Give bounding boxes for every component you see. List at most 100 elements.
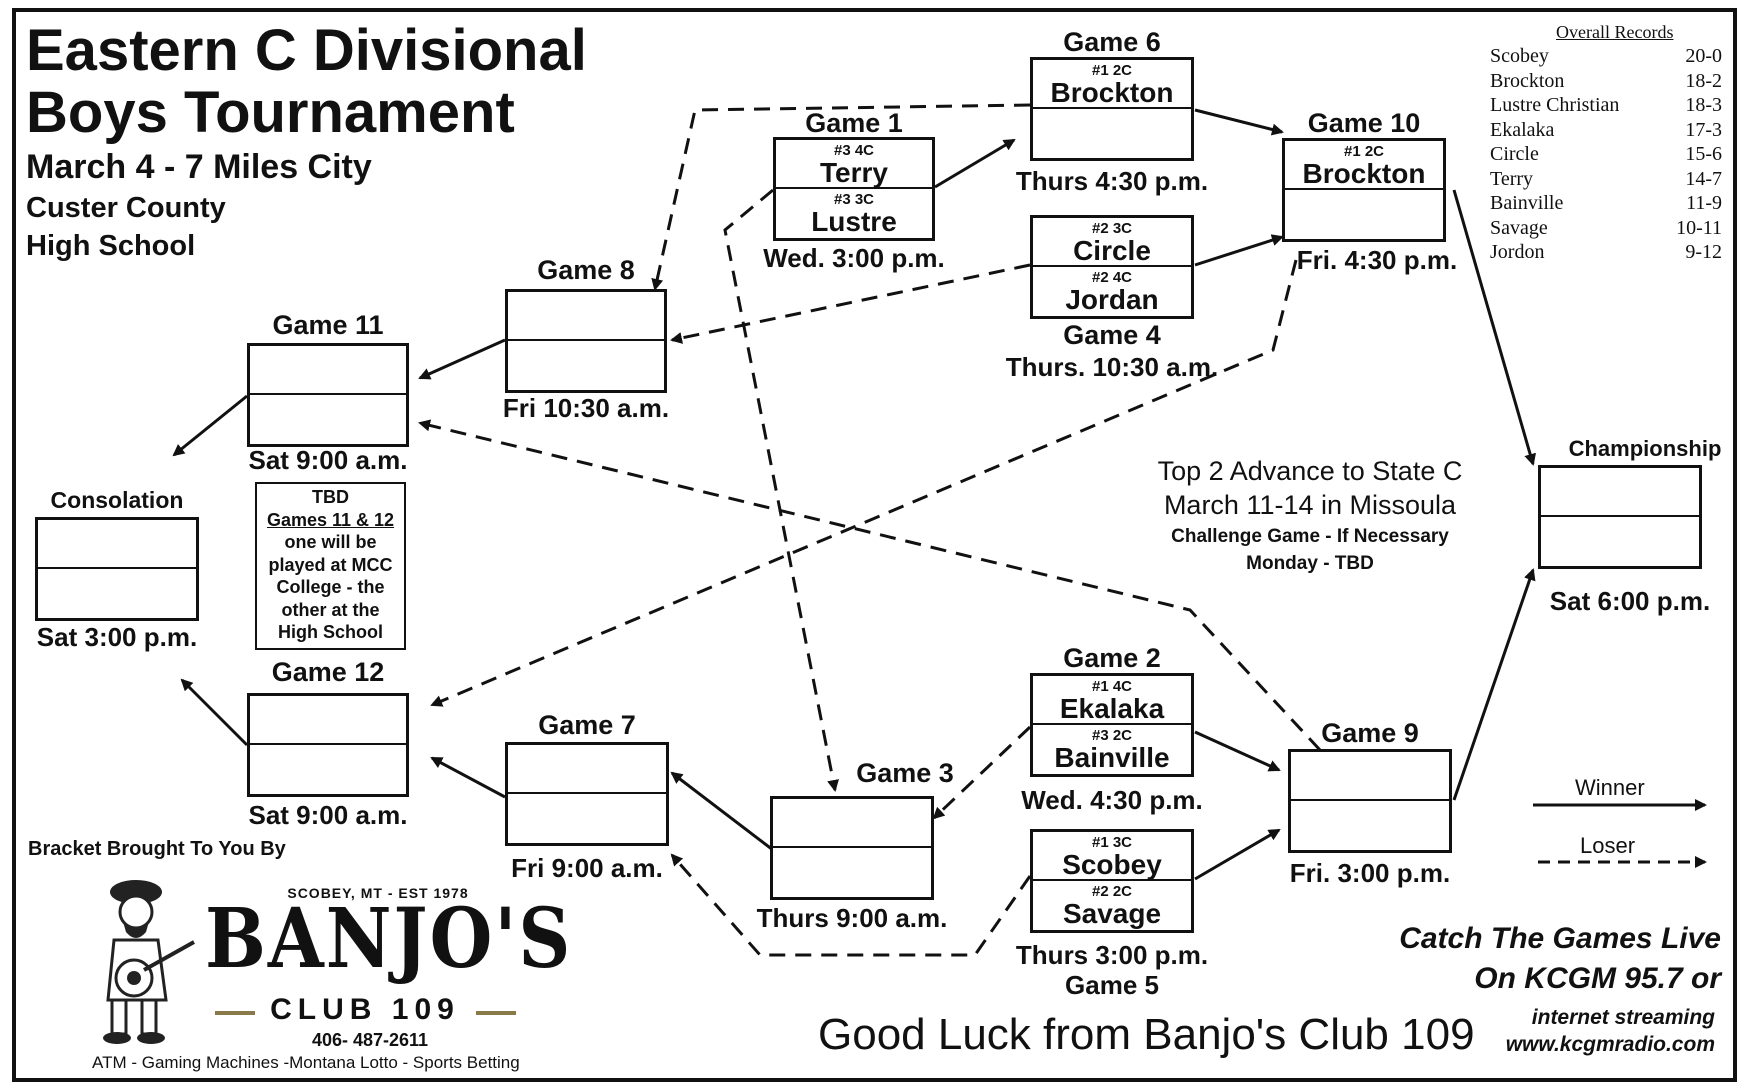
game7-time: Fri 9:00 a.m. [511, 853, 663, 883]
banjo-player-logo [103, 880, 195, 1044]
page-frame [12, 8, 1737, 1082]
game6-time: Thurs 4:30 p.m. [1015, 166, 1209, 196]
advance-line2: March 11-14 in Missoula [1163, 490, 1457, 520]
championship-box [1538, 465, 1702, 569]
radio-line4: www.kcgmradio.com [1505, 1033, 1715, 1056]
game11-slot-top [250, 346, 406, 395]
game9-slot-bottom [1291, 801, 1449, 850]
tbd-note-line1: TBD [312, 487, 349, 507]
record-value: 10-11 [1676, 216, 1722, 239]
game10-slot-bottom [1285, 190, 1443, 239]
game11-slot-bottom [250, 395, 406, 444]
record-value: 17-3 [1685, 118, 1722, 141]
records-title: Overall Records [1556, 22, 1674, 42]
record-team: Circle [1490, 143, 1539, 165]
championship-slot-top [1541, 468, 1699, 517]
game8-label: Game 8 [537, 255, 635, 285]
game12-slot-bottom [250, 745, 406, 794]
record-value: 14-7 [1685, 167, 1722, 190]
game5-time: Thurs 3:00 p.m. [1015, 940, 1209, 970]
sponsor-brought-by: Bracket Brought To You By [28, 838, 286, 860]
game7-slot-bottom [508, 794, 666, 843]
game3-box [770, 796, 934, 900]
record-row: Jordon 9-12 [1490, 240, 1722, 265]
game1-label: Game 1 [805, 108, 903, 138]
sponsor-accent-bar-left [215, 1011, 255, 1015]
team-seed: #2 4C [1091, 269, 1133, 286]
game2-time: Wed. 4:30 p.m. [1021, 785, 1203, 815]
game8-slot-bottom [508, 341, 664, 390]
team-seed: #1 2C [1091, 62, 1133, 79]
record-value: 15-6 [1685, 143, 1722, 165]
tbd-note-line7: High School [278, 622, 383, 642]
game10-label: Game 10 [1307, 108, 1421, 138]
game8-time: Fri 10:30 a.m. [502, 393, 670, 423]
advance-line1: Top 2 Advance to State C [1157, 456, 1463, 486]
game7-label: Game 7 [538, 710, 636, 740]
game11-label: Game 11 [272, 310, 384, 340]
championship-time: Sat 6:00 p.m. [1549, 586, 1711, 616]
game12-time: Sat 9:00 a.m. [248, 800, 408, 830]
game8-box [505, 289, 667, 393]
game6-slot-bottom [1033, 109, 1191, 158]
team-name: Terry [820, 157, 888, 188]
team-name: Brockton [1050, 77, 1174, 108]
game7-box [505, 742, 669, 846]
record-value: 9-12 [1685, 241, 1722, 263]
record-value: 20-0 [1685, 45, 1722, 67]
radio-line3: internet streaming [1531, 1006, 1715, 1029]
team-name: Scobey [1062, 849, 1162, 880]
championship-label: Championship [1568, 436, 1722, 461]
legend-loser-label: Loser [1580, 833, 1636, 858]
consolation-time: Sat 3:00 p.m. [36, 622, 198, 652]
game3-label: Game 3 [856, 758, 954, 788]
tbd-note-line3: one will be [284, 532, 377, 552]
record-value: 18-3 [1685, 94, 1722, 116]
game11-box [247, 343, 409, 447]
game9-label: Game 9 [1321, 718, 1419, 748]
team-name: Lustre [811, 206, 897, 237]
team-name: Jordan [1065, 284, 1159, 315]
tbd-note-line6: other at the [281, 599, 380, 620]
team-seed: #1 4C [1091, 678, 1133, 695]
record-row: Circle 15-6 [1490, 142, 1722, 167]
game2-label: Game 2 [1063, 643, 1161, 673]
game9-box [1288, 749, 1452, 853]
tournament-title-line2: Boys Tournament [26, 80, 515, 145]
game9-slot-top [1291, 752, 1449, 801]
team-seed: #3 2C [1091, 727, 1133, 744]
game11-time: Sat 9:00 a.m. [248, 445, 408, 475]
team-name: Bainville [1054, 742, 1170, 773]
game6-label: Game 6 [1063, 27, 1161, 57]
team-seed: #3 3C [833, 191, 875, 208]
tbd-note-line5: College - the [276, 577, 385, 597]
legend-winner-label: Winner [1575, 775, 1645, 800]
team-seed: #1 3C [1091, 834, 1133, 851]
game9-time: Fri. 3:00 p.m. [1289, 858, 1451, 888]
game7-slot-top [508, 745, 666, 794]
game3-time: Thurs 9:00 a.m. [756, 903, 948, 933]
good-luck-message: Good Luck from Banjo's Club 109 [818, 1010, 1475, 1059]
record-team: Jordon [1490, 241, 1545, 263]
radio-line1: Catch The Games Live [1399, 922, 1721, 955]
advance-line4: Monday - TBD [1246, 553, 1374, 574]
game12-box [247, 693, 409, 797]
record-team: Savage [1490, 216, 1548, 239]
tournament-title-line1: Eastern C Divisional [26, 18, 587, 83]
team-seed: #1 2C [1343, 143, 1385, 160]
consolation-label: Consolation [50, 487, 184, 513]
team-name: Ekalaka [1059, 693, 1165, 724]
